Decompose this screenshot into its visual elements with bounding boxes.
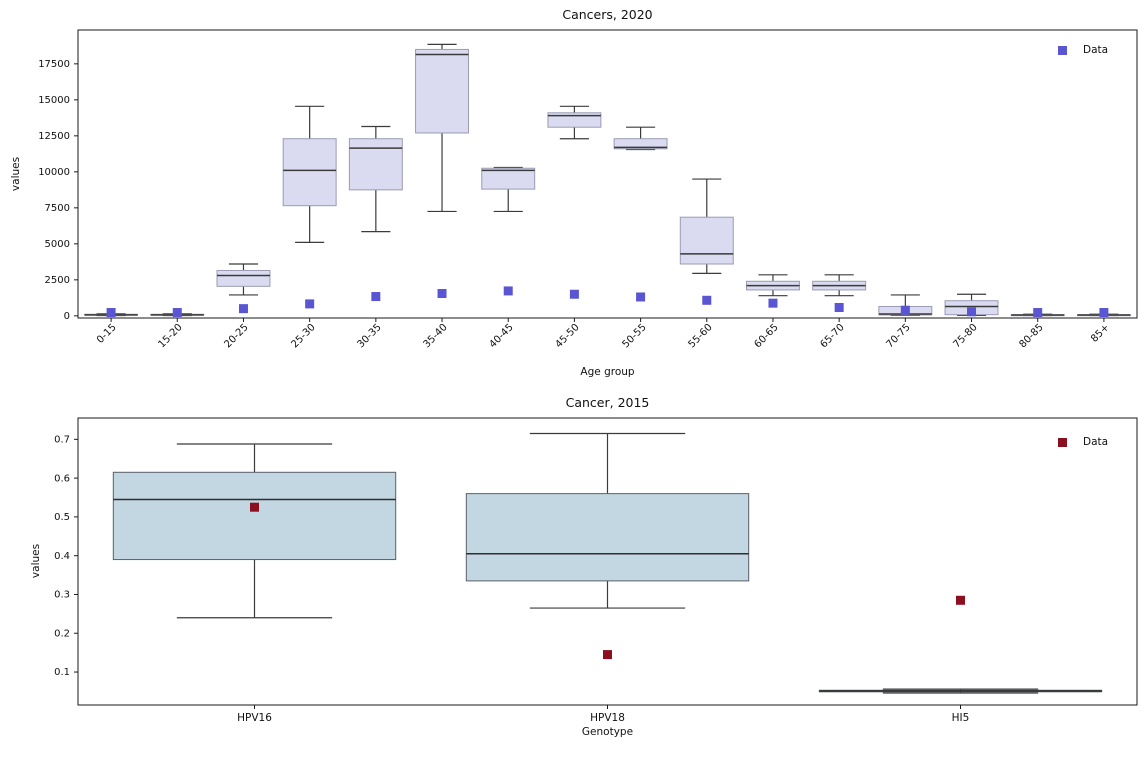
y-tick-label: 7500 (45, 203, 70, 214)
iqr-box (613, 138, 668, 150)
data-marker (503, 286, 513, 296)
bottom-chart-title: Cancer, 2015 (565, 395, 650, 410)
iqr-box (465, 493, 750, 582)
y-tick-label: 0.2 (54, 628, 70, 639)
iqr-box (282, 138, 337, 207)
data-marker (834, 302, 844, 312)
legend-square-marker-icon (1058, 45, 1067, 55)
bottom-chart-x-axis-label: Genotype (581, 726, 634, 738)
y-tick-label: 17500 (38, 59, 70, 70)
y-tick-label: 0.1 (54, 667, 70, 678)
data-marker (636, 292, 646, 302)
data-marker (702, 295, 712, 305)
iqr-box (415, 48, 470, 134)
iqr-box (216, 269, 271, 287)
top-chart-x-axis-label: Age group (580, 366, 635, 378)
axes-frame (77, 29, 1138, 319)
data-marker (569, 289, 579, 299)
data-marker (768, 298, 778, 308)
iqr-box (481, 167, 536, 190)
data-marker (305, 299, 315, 309)
y-tick-label: 0 (64, 311, 70, 322)
data-marker (371, 292, 381, 302)
data-marker (106, 308, 116, 318)
legend-label: Data (1083, 436, 1109, 448)
x-tick-label: HI5 (951, 712, 970, 724)
y-tick-label: 0.4 (54, 551, 70, 562)
legend-square-marker-icon (1058, 437, 1067, 447)
y-tick-label: 0.3 (54, 590, 70, 601)
y-tick-label: 0.5 (54, 512, 70, 523)
iqr-box (348, 138, 403, 191)
x-tick-label: HPV18 (590, 712, 625, 724)
data-marker (1099, 308, 1109, 318)
legend-label: Data (1083, 44, 1109, 56)
data-marker (437, 289, 447, 299)
data-marker (900, 305, 910, 315)
data-marker (956, 595, 965, 605)
y-tick-label: 15000 (38, 95, 70, 106)
iqr-box (679, 216, 734, 265)
data-marker (250, 502, 259, 512)
data-marker (603, 650, 612, 660)
data-marker (172, 308, 182, 318)
data-marker (238, 304, 248, 314)
data-marker (967, 307, 977, 317)
y-tick-label: 5000 (45, 239, 70, 250)
y-tick-label: 10000 (38, 167, 70, 178)
y-tick-label: 0.6 (54, 473, 70, 484)
iqr-box (112, 471, 397, 561)
y-tick-label: 2500 (45, 275, 70, 286)
top-chart-legend: Data (1058, 44, 1108, 56)
top-chart-title: Cancers, 2020 (562, 7, 653, 22)
data-marker (1033, 308, 1043, 318)
y-tick-label: 0.7 (54, 435, 70, 446)
x-tick-label: HPV16 (237, 712, 272, 724)
bottom-chart-legend: Data (1058, 436, 1108, 448)
y-tick-label: 12500 (38, 131, 70, 142)
